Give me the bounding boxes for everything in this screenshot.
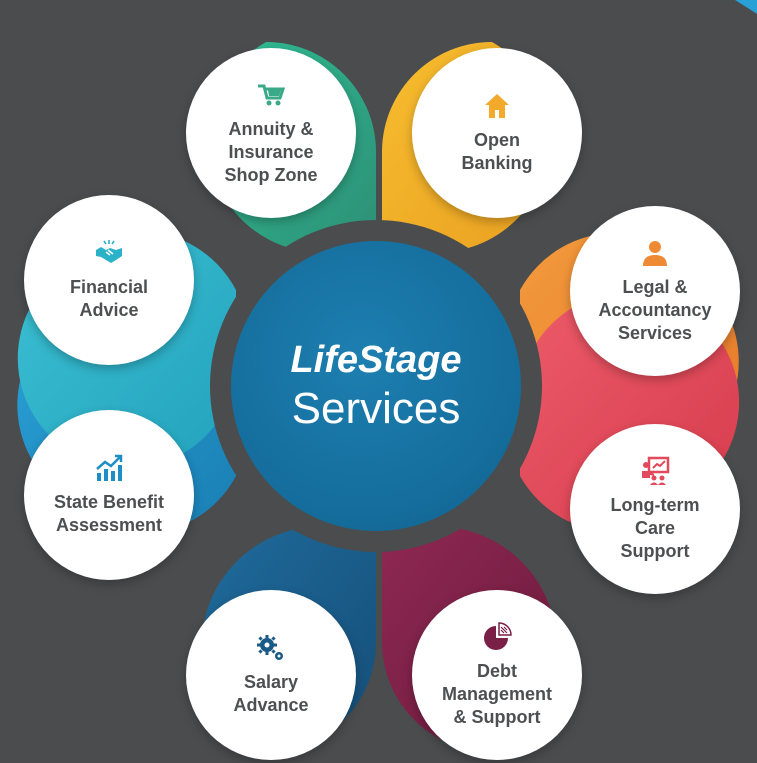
node-label: Debt Management & Support — [441, 660, 553, 727]
corner-accent — [735, 0, 757, 14]
growth-chart-icon — [96, 454, 123, 481]
node-label: Legal & Accountancy Services — [598, 276, 712, 343]
gears-icon — [257, 635, 283, 660]
center-hub: LifeStage Services — [231, 241, 521, 531]
node-open-banking: Open Banking — [412, 48, 582, 218]
node-care: Long-term Care Support — [570, 424, 740, 594]
node-label: Salary Advance — [233, 672, 309, 715]
node-state-benefit: State Benefit Assessment — [24, 410, 194, 580]
person-icon — [643, 240, 667, 266]
center-title: LifeStage — [290, 339, 462, 381]
shopping-cart-icon — [258, 84, 286, 105]
node-legal: Legal & Accountancy Services — [570, 206, 740, 376]
node-debt: Debt Management & Support — [412, 590, 582, 760]
handshake-icon — [96, 240, 122, 263]
pie-chart-icon — [484, 621, 512, 650]
node-shop-zone: Annuity & Insurance Shop Zone — [186, 48, 356, 218]
node-label: Open Banking — [461, 130, 533, 173]
presentation-icon — [642, 456, 670, 485]
node-label: Long-term Care Support — [610, 494, 700, 561]
node-salary: Salary Advance — [186, 590, 356, 760]
node-label: Financial Advice — [69, 277, 149, 320]
node-label: Annuity & Insurance Shop Zone — [224, 118, 318, 185]
node-financial-advice: Financial Advice — [24, 195, 194, 365]
center-subtitle: Services — [291, 384, 461, 433]
home-icon — [485, 94, 509, 118]
node-label: State Benefit Assessment — [53, 492, 165, 535]
